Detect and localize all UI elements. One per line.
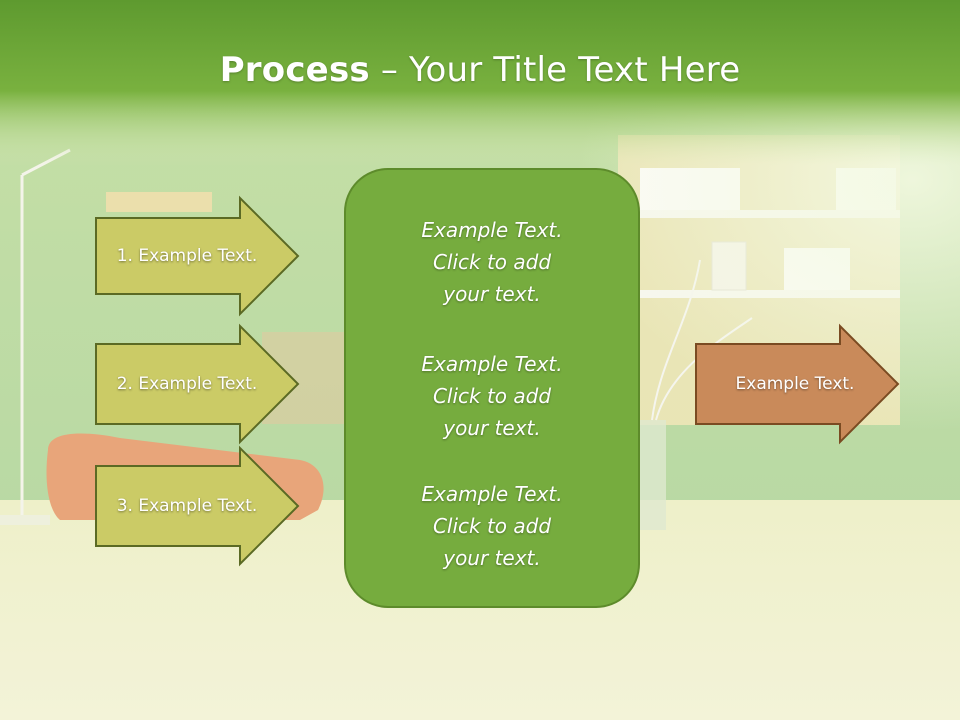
slide-title: Process – Your Title Text Here bbox=[0, 50, 960, 90]
arrow-shape-3 bbox=[95, 445, 300, 567]
right-arrow[interactable]: Example Text. bbox=[695, 323, 900, 445]
center-block-1-line-3: your text. bbox=[443, 282, 541, 306]
center-block-3-line-3: your text. bbox=[443, 546, 541, 570]
center-block-1: Example Text. Click to add your text. bbox=[346, 214, 638, 310]
center-block-2-line-1: Example Text. bbox=[421, 352, 563, 376]
center-block-3-line-1: Example Text. bbox=[421, 482, 563, 506]
left-arrow-label-1: 1. Example Text. bbox=[116, 246, 258, 266]
title-rest-text: – Your Title Text Here bbox=[369, 50, 741, 90]
right-arrow-shape bbox=[695, 323, 900, 445]
title-bold-text: Process bbox=[219, 50, 370, 90]
center-block-2-line-3: your text. bbox=[443, 416, 541, 440]
left-arrow-2[interactable]: 2. Example Text. bbox=[95, 323, 300, 445]
arrow-shape-2 bbox=[95, 323, 300, 445]
left-arrow-3[interactable]: 3. Example Text. bbox=[95, 445, 300, 567]
center-block-3: Example Text. Click to add your text. bbox=[346, 478, 638, 574]
left-arrow-1[interactable]: 1. Example Text. bbox=[95, 195, 300, 317]
left-arrow-label-3: 3. Example Text. bbox=[116, 496, 258, 516]
center-block-2: Example Text. Click to add your text. bbox=[346, 348, 638, 444]
center-block-2-line-2: Click to add bbox=[432, 384, 552, 408]
right-arrow-label: Example Text. bbox=[735, 374, 855, 394]
center-block-1-line-2: Click to add bbox=[432, 250, 552, 274]
center-block-3-line-2: Click to add bbox=[432, 514, 552, 538]
center-text-box[interactable]: Example Text. Click to add your text. Ex… bbox=[344, 168, 640, 608]
center-block-1-line-1: Example Text. bbox=[421, 218, 563, 242]
arrow-shape-1 bbox=[95, 195, 300, 317]
left-arrow-label-2: 2. Example Text. bbox=[116, 374, 258, 394]
